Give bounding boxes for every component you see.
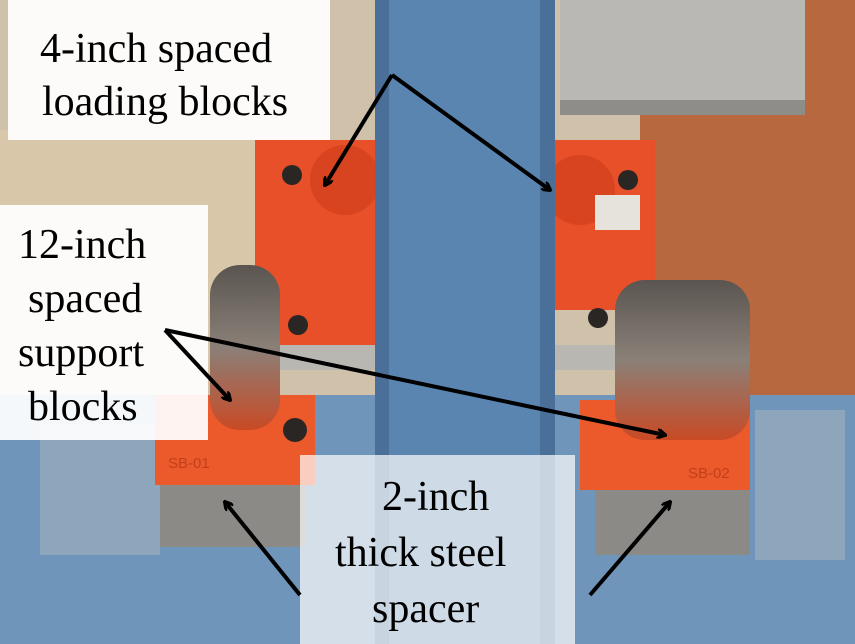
label-support-line2: spaced xyxy=(28,276,142,322)
block-stamp-right: SB-02 xyxy=(688,465,730,482)
label-support-line1: 12-inch xyxy=(18,222,146,268)
block-stamp-left: SB-01 xyxy=(168,455,210,472)
label-support-line3: support xyxy=(18,330,144,376)
arrow-loading-left xyxy=(325,73,394,185)
arrow-support-left xyxy=(163,328,230,400)
arrow-support-right xyxy=(164,328,665,435)
arrow-loading-right xyxy=(390,73,550,190)
top-plate xyxy=(560,0,805,115)
label-box-loading-blocks xyxy=(8,0,330,140)
arrow-spacer-right xyxy=(588,502,670,597)
label-loading-line1: 4-inch spaced xyxy=(40,26,272,72)
label-loading-line2: loading blocks xyxy=(42,79,288,125)
label-box-support-blocks xyxy=(0,205,208,440)
label-box-spacer xyxy=(300,455,575,644)
steel-spacer-left xyxy=(160,485,305,547)
label-support-line4: blocks xyxy=(28,384,138,430)
label-spacer-line1: 2-inch xyxy=(382,474,489,520)
steel-spacer-right xyxy=(595,490,750,555)
arrow-spacer-left xyxy=(225,502,302,597)
label-spacer-line2: thick steel xyxy=(335,530,506,576)
label-spacer-line3: spacer xyxy=(372,586,479,632)
